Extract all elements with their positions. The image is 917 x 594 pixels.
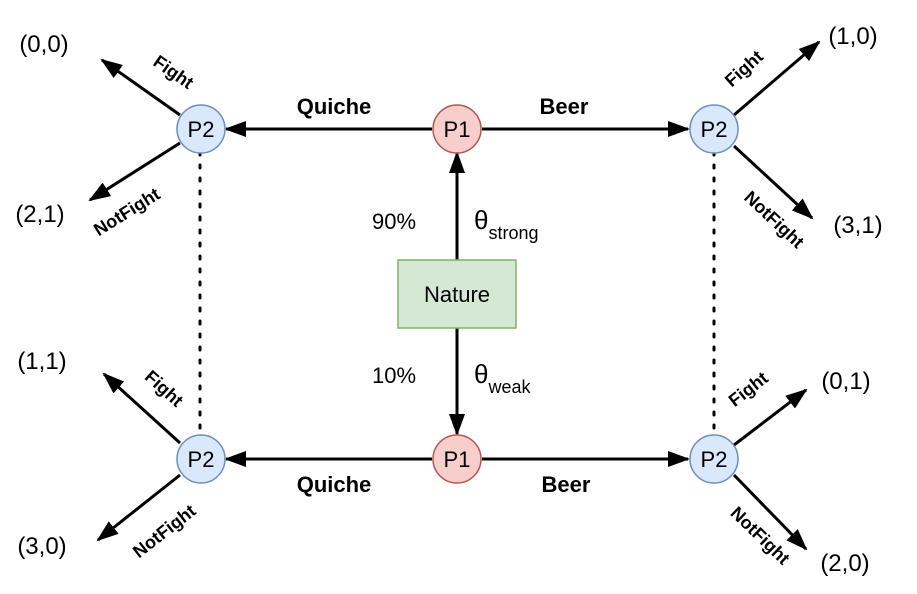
p1-label-strong: P1 bbox=[444, 117, 471, 142]
p2-node-bottom-right bbox=[689, 434, 739, 484]
payoff-weak-beer-fight: (0,1) bbox=[821, 368, 870, 395]
p2-node-top-left bbox=[176, 104, 226, 154]
label-bl-fight: Fight bbox=[141, 366, 187, 410]
edge-br-notfight bbox=[732, 473, 808, 551]
p2-node-bottom-left bbox=[176, 434, 226, 484]
p2-label-top-left: P2 bbox=[188, 117, 215, 142]
label-strong-beer: Beer bbox=[540, 94, 589, 119]
label-tl-fight: Fight bbox=[150, 51, 198, 93]
label-br-notfight: NotFight bbox=[727, 503, 794, 569]
edge-bl-notfight bbox=[96, 473, 181, 542]
theta-weak: θweak bbox=[474, 359, 531, 397]
payoff-strong-quiche-notfight: (2,1) bbox=[15, 201, 64, 228]
label-br-fight: Fight bbox=[725, 368, 772, 411]
p2-node-top-right bbox=[689, 104, 739, 154]
payoff-weak-quiche-fight: (1,1) bbox=[17, 348, 66, 375]
p2-label-top-right: P2 bbox=[701, 117, 728, 142]
label-weak-beer: Beer bbox=[542, 472, 591, 497]
label-tr-notfight: NotFight bbox=[740, 187, 808, 252]
edge-tl-fight bbox=[100, 58, 181, 117]
p2-label-bottom-right: P2 bbox=[701, 447, 728, 472]
payoff-strong-beer-notfight: (3,1) bbox=[833, 212, 882, 239]
label-weak-quiche: Quiche bbox=[297, 472, 372, 497]
label-tr-fight: Fight bbox=[721, 46, 767, 90]
p1-label-weak: P1 bbox=[444, 447, 471, 472]
payoff-weak-beer-notfight: (2,0) bbox=[820, 550, 869, 577]
p1-node-strong bbox=[432, 104, 482, 154]
p1-node-weak bbox=[432, 434, 482, 484]
nature-label: Nature bbox=[424, 282, 490, 307]
edge-tr-notfight bbox=[732, 144, 814, 220]
payoff-weak-quiche-notfight: (3,0) bbox=[17, 533, 66, 560]
nature-node bbox=[397, 259, 517, 329]
theta-strong: θstrong bbox=[474, 205, 539, 243]
payoff-strong-beer-fight: (1,0) bbox=[828, 23, 877, 50]
p2-label-bottom-left: P2 bbox=[188, 447, 215, 472]
label-strong-quiche: Quiche bbox=[297, 94, 372, 119]
edge-tl-notfight bbox=[88, 141, 181, 202]
edge-bl-fight bbox=[102, 372, 182, 445]
payoff-strong-quiche-fight: (0,0) bbox=[19, 31, 68, 58]
edge-br-fight bbox=[733, 388, 808, 447]
prob-strong: 90% bbox=[372, 209, 416, 234]
label-bl-notfight: NotFight bbox=[129, 501, 200, 562]
prob-weak: 10% bbox=[372, 363, 416, 388]
edge-tr-fight bbox=[733, 40, 821, 117]
